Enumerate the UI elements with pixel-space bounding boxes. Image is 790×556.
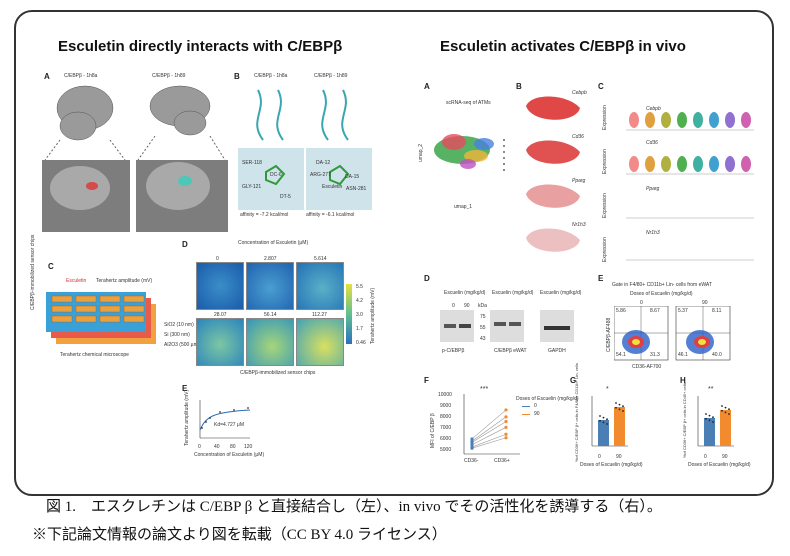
panel-label-F-right: F	[424, 376, 429, 385]
F-point-90-3	[504, 415, 508, 419]
F-point-0-5	[470, 446, 474, 450]
panel-C-chip-diagram	[46, 292, 156, 344]
heatmap-4	[246, 318, 294, 366]
G-dot-0-2	[606, 418, 608, 421]
panel-label-E-left: E	[182, 384, 188, 393]
G-dot-0-3	[599, 419, 601, 422]
panel-E-binding-curve	[199, 400, 251, 439]
F-pair-line-0	[471, 433, 507, 448]
F-point-0-4	[470, 437, 474, 441]
G-dot-1-2	[622, 405, 624, 408]
H-dot-1-1	[724, 406, 727, 409]
G-dot-1-0	[615, 402, 617, 404]
legend-90-swatch	[522, 414, 530, 415]
panel-label-D-left: D	[182, 240, 188, 249]
figure-caption: 図 1. エスクレチンは C/EBP β と直接結合し（左）、in vivo で…	[46, 499, 662, 515]
F-point-90-0	[504, 432, 508, 436]
H-dot-1-2	[728, 408, 730, 411]
H-dot-1-0	[721, 405, 723, 407]
F-point-90-1	[504, 425, 508, 429]
panel-label-C-left: C	[48, 262, 54, 271]
H-dot-1-5	[728, 413, 730, 415]
F-pair-line-2	[471, 421, 507, 443]
G-dot-0-0	[599, 415, 601, 417]
G-dot-1-1	[618, 403, 621, 406]
H-bar-0	[704, 418, 715, 446]
panel-E-flow-plots	[614, 306, 731, 361]
panel-B-docking	[238, 89, 372, 210]
F-pair-line-1	[471, 427, 507, 445]
G-bar-0	[598, 420, 609, 446]
F-point-0-1	[470, 443, 474, 447]
G-dot-0-4	[602, 421, 605, 424]
H-dot-0-2	[712, 416, 714, 419]
panel-label-E-right: E	[598, 274, 604, 283]
panel-B-feature-plots	[526, 96, 580, 252]
panel-F-chart	[463, 394, 520, 455]
H-dot-0-0	[705, 413, 707, 415]
H-dot-0-3	[705, 417, 707, 420]
heatmap-5	[296, 318, 344, 366]
G-dot-0-1	[602, 416, 605, 419]
panel-label-H-right: H	[680, 376, 686, 385]
license-note: ※下記論文情報の論文より図を転載（CC BY 4.0 ライセンス）	[32, 527, 447, 543]
H-dot-1-3	[721, 409, 723, 412]
F-point-0-3	[470, 439, 474, 443]
F-pair-line-3	[471, 416, 507, 442]
G-dot-1-4	[618, 408, 621, 411]
panel-label-A-left: A	[44, 72, 50, 81]
panel-label-D-right: D	[424, 274, 430, 283]
H-dot-0-1	[708, 414, 711, 417]
heatmap-2	[296, 262, 344, 310]
F-pair-line-4	[471, 409, 507, 440]
colorbar	[346, 284, 352, 344]
panel-A-protein-surface	[42, 85, 228, 232]
panel-label-B-left: B	[234, 72, 240, 81]
heatmap-0	[196, 262, 244, 310]
F-point-90-2	[504, 419, 508, 424]
heatmap-1	[246, 262, 294, 310]
panel-label-B-right: B	[516, 82, 522, 91]
panel-A-umap	[434, 134, 505, 171]
panel-G-chart	[591, 396, 628, 447]
G-dot-0-5	[606, 423, 608, 425]
F-point-90-4	[504, 408, 508, 412]
panel-D-western-blots	[440, 310, 574, 342]
panel-C-violin-plots	[626, 112, 754, 261]
F-point-90-5	[504, 436, 508, 440]
panel-H-chart	[697, 396, 734, 447]
panel-label-C-right: C	[598, 82, 604, 91]
G-dot-1-5	[622, 410, 624, 412]
H-dot-0-4	[708, 419, 711, 422]
figure-frame	[14, 10, 774, 496]
G-bar-1	[614, 407, 625, 446]
heatmap-3	[196, 318, 244, 366]
panel-label-G-right: G	[570, 376, 577, 385]
H-dot-1-4	[724, 411, 727, 414]
G-dot-1-3	[615, 406, 617, 409]
right-title: Esculetin activates C/EBPβ in vivo	[440, 38, 686, 55]
left-title: Esculetin directly interacts with C/EBPβ	[58, 38, 343, 55]
panel-label-A-right: A	[424, 82, 430, 91]
H-dot-0-5	[712, 421, 714, 423]
H-bar-1	[720, 410, 731, 446]
F-pair-line-5	[471, 437, 507, 449]
legend-0-swatch	[522, 406, 530, 407]
